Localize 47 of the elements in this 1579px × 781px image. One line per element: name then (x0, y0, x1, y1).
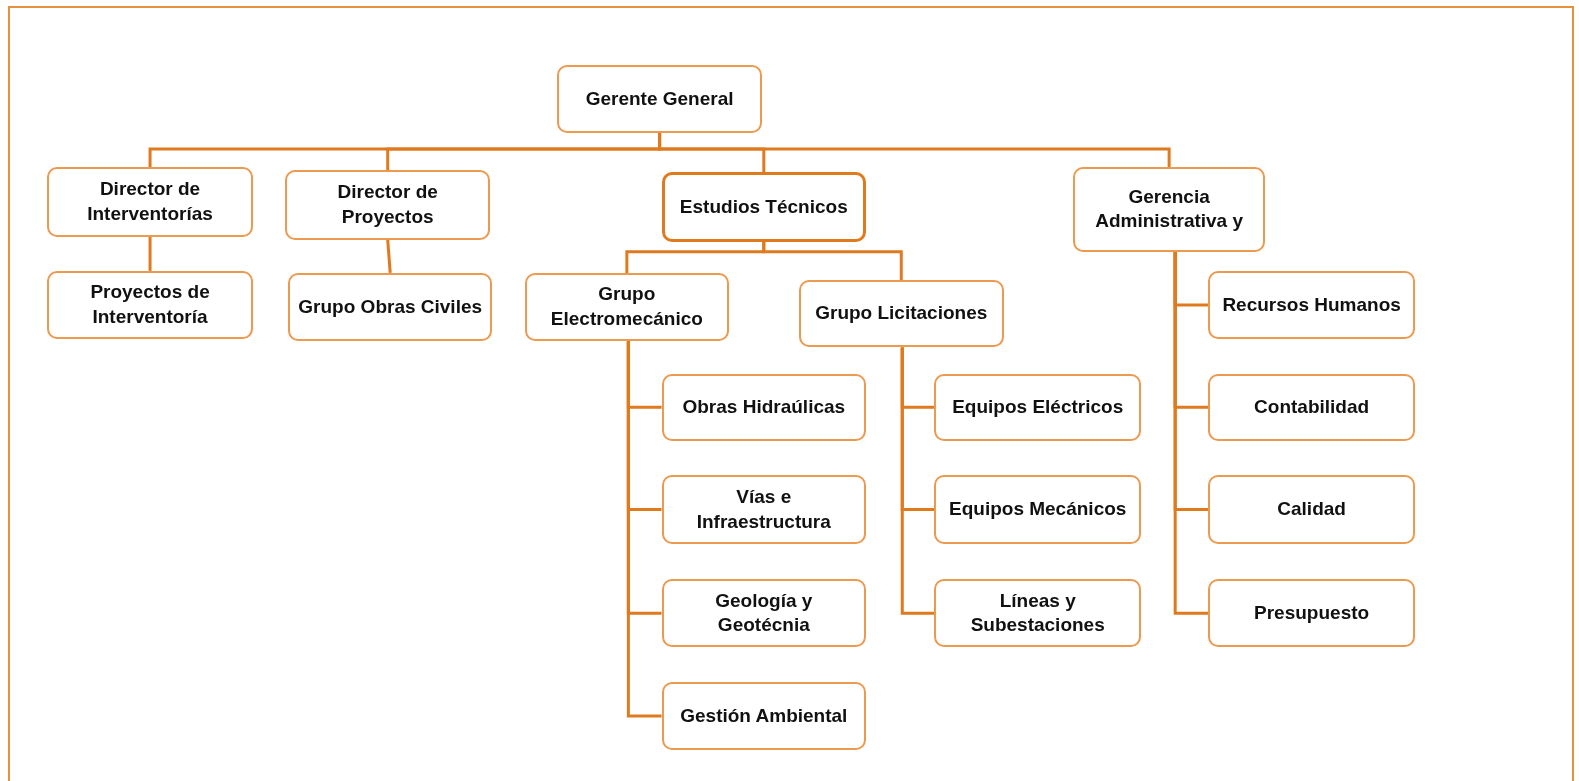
box-label: Gerencia Administrativa y (1094, 184, 1245, 234)
connector-line (148, 236, 152, 271)
org-box (1073, 167, 1265, 252)
box-label: Equipos Eléctricos (952, 395, 1124, 419)
box-label: Presupuesto (1254, 600, 1370, 625)
org-box (1208, 579, 1415, 648)
connector-line (900, 347, 935, 615)
org-box (284, 170, 491, 240)
org-box (934, 475, 1141, 544)
connector-line (658, 132, 1171, 168)
org-box (288, 272, 493, 342)
box-label: Grupo Electromecánico (549, 282, 704, 332)
box-label: Vías e Infraestructura (695, 484, 832, 534)
connector-line (1173, 251, 1209, 615)
org-box (934, 579, 1141, 648)
org-box (661, 681, 866, 751)
connector-line (626, 341, 662, 718)
box-label: Contabilidad (1254, 395, 1370, 419)
org-box (1208, 475, 1415, 544)
connector-line (386, 239, 392, 273)
org-box (661, 373, 866, 442)
box-label: Recursos Humanos (1222, 292, 1401, 317)
box-label: Director de Interventorías (86, 177, 214, 226)
box-label: Grupo Obras Civiles (298, 294, 483, 319)
box-label: Líneas y Subestaciones (969, 588, 1106, 638)
box-label: Proyectos de Interventoría (89, 280, 211, 330)
org-box (1208, 373, 1415, 442)
org-box (661, 172, 866, 242)
box-label: Obras Hidraúlicas (682, 395, 846, 419)
box-label: Calidad (1277, 497, 1346, 522)
connector-line (762, 241, 903, 280)
box-label: Gerente General (585, 86, 734, 111)
org-box (934, 373, 1141, 442)
box-label: Director de Proyectos (336, 180, 439, 229)
org-box (47, 270, 253, 340)
org-box (661, 579, 866, 648)
org-box (556, 65, 763, 133)
box-label: Equipos Mecánicos (949, 497, 1127, 522)
org-box (524, 272, 730, 342)
box-label: Estudios Técnicos (679, 194, 848, 219)
box-label: Grupo Licitaciones (815, 301, 988, 326)
box-label: Gestión Ambiental (680, 703, 848, 728)
box-label: Geología y Geotécnia (714, 588, 814, 638)
org-box (798, 279, 1004, 348)
org-box (661, 475, 866, 544)
org-box (1208, 270, 1415, 340)
org-box (47, 167, 253, 237)
